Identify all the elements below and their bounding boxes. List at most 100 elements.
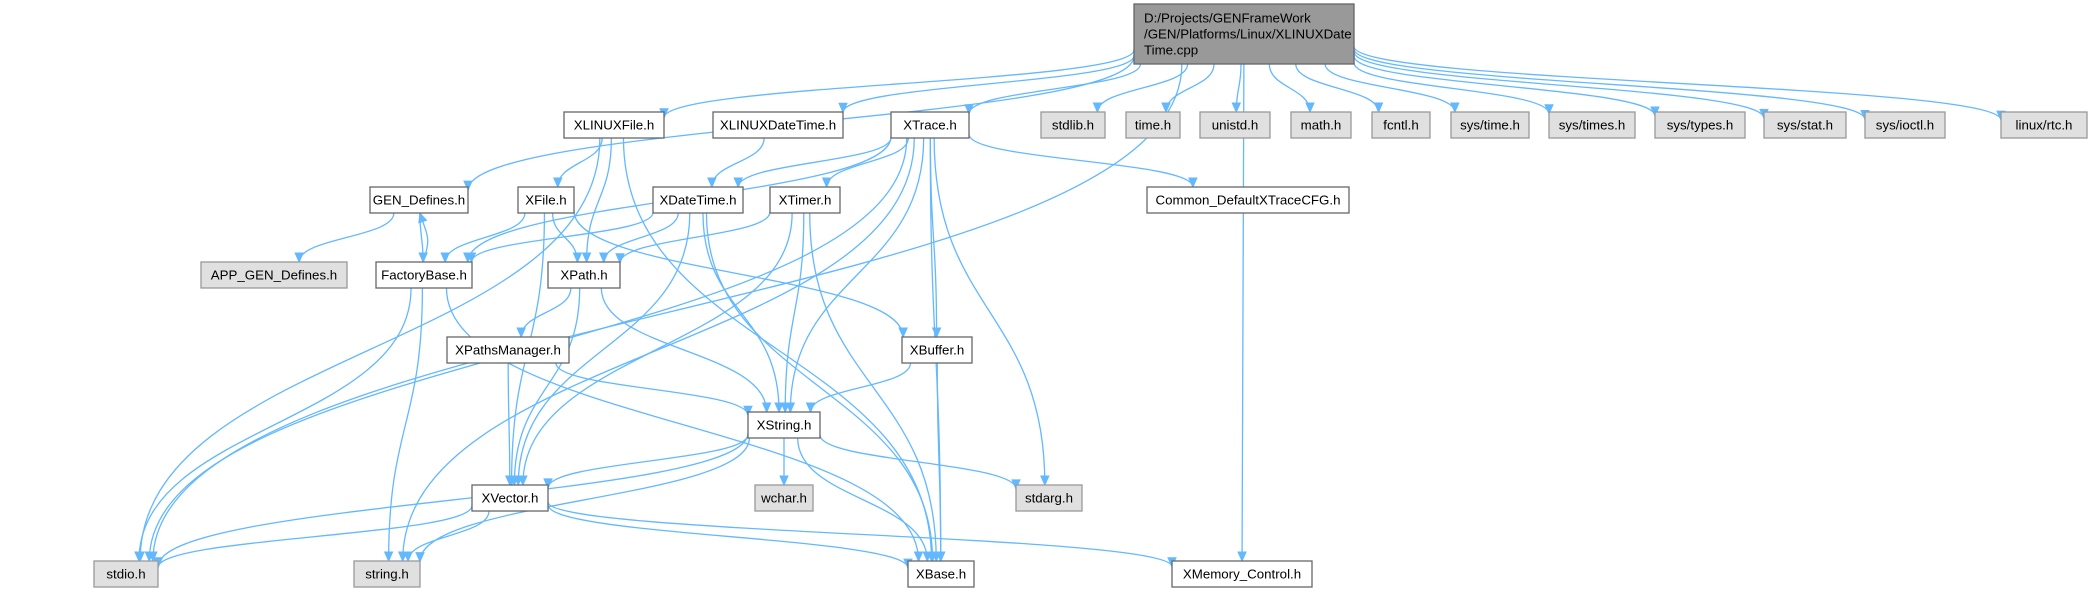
node-systimes: sys/times.h [1548, 111, 1636, 139]
edge-xpath-to-xpathsmanager [520, 287, 572, 338]
node-label-xbase: XBase.h [916, 567, 966, 582]
node-appgendefines: APP_GEN_Defines.h [200, 261, 348, 289]
edge-arrowhead [805, 402, 816, 414]
node-box-stdlib [1040, 111, 1106, 139]
node-box-systypes [1654, 111, 1746, 139]
node-box-xtimer [769, 186, 841, 214]
edge-arrowhead [516, 327, 526, 339]
edge-xpathsmanager-to-xstring [555, 362, 749, 416]
edge-arrowhead [1092, 102, 1103, 114]
edge-xstring-to-string [419, 437, 751, 562]
edge-arrowhead [898, 327, 908, 339]
node-label-xbuffer: XBuffer.h [910, 343, 964, 358]
node-box-stdarg [1015, 484, 1083, 512]
node-box-xmemory [1171, 560, 1313, 588]
node-box-factorybase [375, 261, 473, 289]
edge-factorybase-to-string [387, 287, 424, 562]
node-box-xpathsmanager [446, 336, 570, 364]
node-xmemory: XMemory_Control.h [1171, 560, 1313, 588]
node-box-xdatetime [652, 186, 744, 214]
edge-root-to-systypes [1353, 55, 1656, 117]
edge-xlinuxfile-to-xbase [622, 137, 933, 562]
node-box-sysioctl [1864, 111, 1946, 139]
node-xbase: XBase.h [907, 560, 975, 588]
node-box-systimes [1548, 111, 1636, 139]
node-box-wchar [754, 484, 814, 512]
node-box-xtrace [890, 111, 970, 139]
edge-xvector-to-xbase [547, 504, 909, 569]
node-string: string.h [353, 560, 421, 588]
edge-arrowhead [572, 252, 583, 264]
edge-arrowhead [466, 252, 477, 264]
node-label-commoncfg: Common_DefaultXTraceCFG.h [1156, 193, 1341, 208]
edge-arrowhead [743, 405, 753, 417]
node-box-math [1290, 111, 1352, 139]
edge-root-to-linuxrtc [1353, 46, 2002, 121]
edge-arrowhead [774, 402, 784, 414]
node-label-linuxrtc: linux/rtc.h [2016, 118, 2073, 133]
node-label-xpathsmanager: XPathsManager.h [455, 343, 561, 358]
edge-root-to-systime [1324, 63, 1456, 113]
edge-root-to-xlinuxfile [663, 49, 1135, 119]
node-stdlib: stdlib.h [1040, 111, 1106, 139]
node-fcntl: fcntl.h [1371, 111, 1431, 139]
node-sysstat: sys/stat.h [1763, 111, 1847, 139]
node-xlinuxfile: XLINUXFile.h [563, 111, 665, 139]
node-box-xvector [471, 484, 549, 512]
edge-xlinuxfile-to-stdio [139, 137, 601, 562]
edge-arrowhead [707, 177, 717, 189]
node-box-xbase [907, 560, 975, 588]
node-box-time [1125, 111, 1181, 139]
node-label-factorybase: FactoryBase.h [381, 268, 467, 283]
edge-xstring-to-xvector [547, 434, 749, 489]
node-box-root [1133, 3, 1355, 65]
node-label-xtimer: XTimer.h [779, 193, 832, 208]
edge-arrowhead [518, 475, 528, 487]
node-label-stdlib: stdlib.h [1052, 118, 1094, 133]
node-unistd: unistd.h [1199, 111, 1271, 139]
node-label-unistd: unistd.h [1212, 118, 1259, 133]
node-box-xbuffer [901, 336, 973, 364]
edge-xtrace-to-stdarg [933, 137, 1046, 486]
node-gendefines: GEN_Defines.h [369, 186, 469, 214]
node-systypes: sys/types.h [1654, 111, 1746, 139]
node-box-xfile [517, 186, 575, 214]
edge-gendefines-to-appgendefines [298, 212, 395, 263]
edge-arrowhead [144, 551, 155, 563]
edge-arrowhead [1450, 102, 1460, 114]
edge-xlinuxfile-to-xpath [585, 137, 613, 263]
edge-arrowhead [779, 475, 789, 487]
edge-arrowhead [1373, 102, 1384, 114]
edge-root-to-math [1268, 63, 1311, 113]
node-xbuffer: XBuffer.h [901, 336, 973, 364]
node-box-commoncfg [1146, 186, 1350, 214]
edge-arrowhead [463, 180, 473, 192]
edge-xtimer-to-xpath [619, 211, 771, 263]
edge-xvector-to-xmemory [547, 501, 1173, 568]
node-label-stdarg: stdarg.h [1025, 491, 1073, 506]
edge-arrowhead [440, 252, 450, 264]
edge-arrowhead [1161, 102, 1171, 114]
node-stdio: stdio.h [93, 560, 159, 588]
node-box-fcntl [1371, 111, 1431, 139]
edge-arrowhead [134, 551, 144, 563]
node-label-string: string.h [365, 567, 409, 582]
node-box-stdio [93, 560, 159, 588]
node-label-root: /GEN/Platforms/Linux/XLINUXDate [1144, 27, 1352, 42]
edge-arrowhead [913, 551, 924, 563]
node-box-xlinuxfile [563, 111, 665, 139]
edge-arrowhead [615, 253, 625, 265]
node-label-stdio: stdio.h [106, 567, 145, 582]
edge-arrowhead [1188, 177, 1198, 189]
node-label-xdatetime: XDateTime.h [659, 193, 736, 208]
edge-arrowhead [403, 551, 413, 563]
node-label-gendefines: GEN_Defines.h [373, 193, 465, 208]
node-label-appgendefines: APP_GEN_Defines.h [211, 268, 337, 283]
node-label-xlinuxdatetime: XLINUXDateTime.h [720, 118, 836, 133]
edge-arrowhead [922, 551, 933, 563]
edge-arrowhead [505, 475, 515, 487]
node-label-xtrace: XTrace.h [903, 118, 956, 133]
node-label-systypes: sys/types.h [1667, 118, 1734, 133]
node-xtrace: XTrace.h [890, 111, 970, 139]
